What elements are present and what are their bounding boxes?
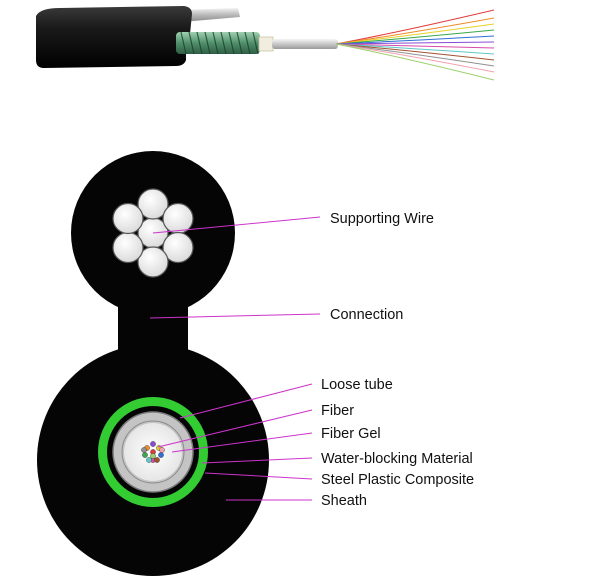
fiber-strand <box>335 17 495 45</box>
fiber-strand <box>335 43 495 55</box>
connection-web <box>118 296 188 352</box>
cross-section <box>37 151 269 576</box>
fiber-strand <box>335 43 495 61</box>
label-loose-tube: Loose tube <box>321 377 393 393</box>
label-supporting-wire: Supporting Wire <box>330 211 434 227</box>
leader-fiber <box>157 409 313 448</box>
fiber-strand <box>335 43 495 81</box>
messenger-wire <box>182 8 240 22</box>
armor-tape <box>176 31 260 55</box>
loose-tube-inner-edge <box>121 420 185 484</box>
label-water-blocking: Water-blocking Material <box>321 451 473 467</box>
fiber-core <box>158 452 164 458</box>
leader-connection <box>149 313 321 319</box>
wrap-tape <box>258 36 274 52</box>
leader-loose-tube <box>179 383 313 419</box>
label-fiber-gel: Fiber Gel <box>321 426 381 442</box>
fiber-strand <box>335 41 495 45</box>
fiber-strand <box>335 29 495 45</box>
supporting-wire-strands <box>112 188 194 278</box>
leader-water-blocking <box>201 457 313 464</box>
leader-supporting-wire <box>152 216 321 234</box>
fiber-core <box>141 447 147 453</box>
fiber-strand <box>335 43 495 73</box>
loose-tube-sample <box>272 39 338 49</box>
leader-steel-plastic <box>204 472 313 480</box>
label-sheath: Sheath <box>321 493 367 509</box>
fiber-core <box>150 453 156 459</box>
fiber-core <box>159 447 165 453</box>
leader-fiber-gel <box>171 432 313 453</box>
fiber-core <box>154 457 160 463</box>
fiber-core <box>146 457 152 463</box>
fiber-core <box>150 441 156 447</box>
fibers-bundle <box>141 441 165 463</box>
fiber-strand <box>335 9 495 45</box>
fiber-fan <box>335 9 495 81</box>
cable-photo <box>36 6 495 81</box>
fiber-core <box>142 452 148 458</box>
fiber-strand <box>335 23 495 45</box>
label-connection: Connection <box>330 307 403 323</box>
fiber-strand <box>335 43 495 49</box>
label-steel-plastic: Steel Plastic Composite <box>321 472 474 488</box>
labels: Supporting Wire Connection Loose tube Fi… <box>321 211 474 509</box>
label-fiber: Fiber <box>321 403 354 419</box>
cable-jacket <box>36 6 192 68</box>
leader-lines <box>149 216 321 501</box>
